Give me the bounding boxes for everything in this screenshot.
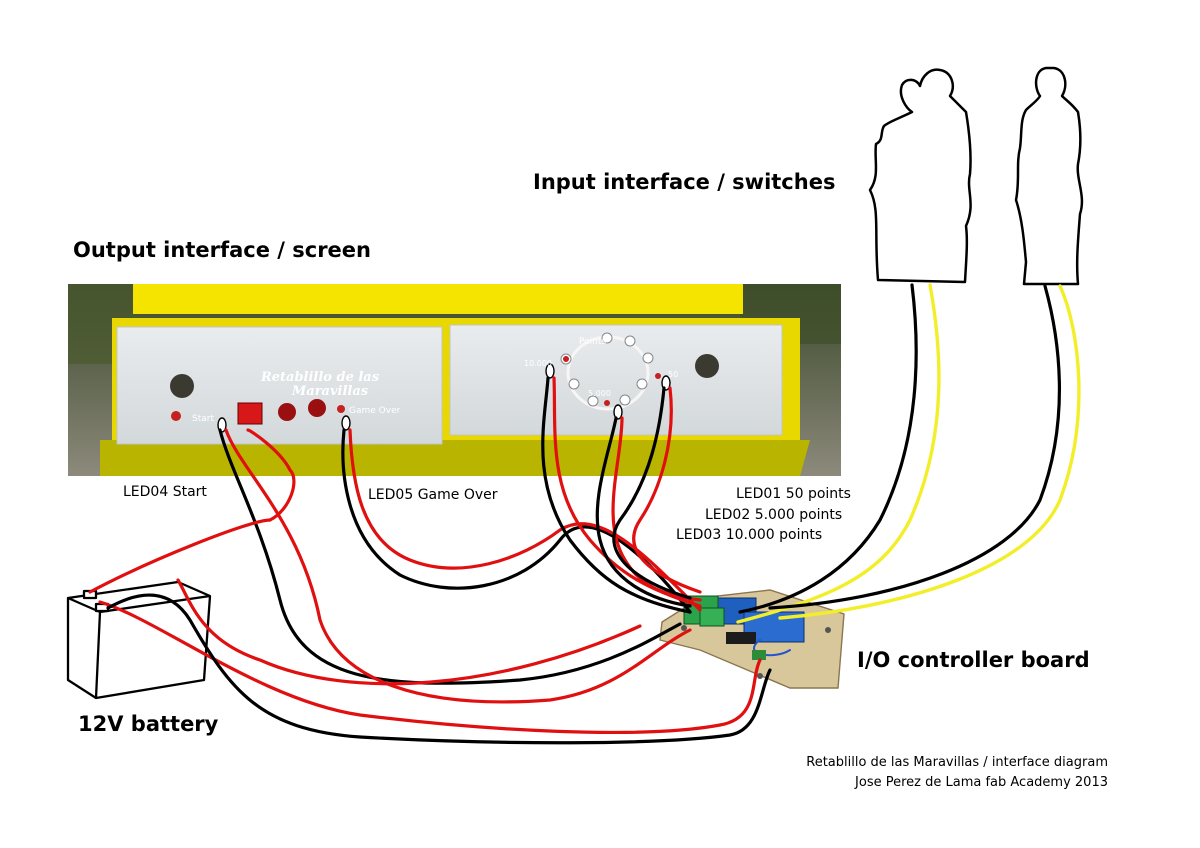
controller-board-drawing <box>659 589 845 689</box>
title-output: Output interface / screen <box>73 238 371 262</box>
panel-mark-5000: 5.000 <box>588 389 611 398</box>
label-led05: LED05 Game Over <box>368 487 498 503</box>
credit-line1: Retablillo de las Maravillas / interface… <box>806 755 1108 770</box>
panel-hole-right <box>695 354 719 378</box>
panel-hole-left <box>170 374 194 398</box>
panel-start-text: Start <box>192 414 214 424</box>
panel-logo-line2: Maravillas <box>291 384 369 399</box>
label-led01: LED01 50 points <box>736 486 851 502</box>
start-led <box>171 411 181 421</box>
credit-line2: Jose Perez de Lama fab Academy 2013 <box>855 775 1108 790</box>
silhouette-couple <box>868 68 972 284</box>
power-switch <box>237 402 263 425</box>
led02-bulb <box>613 404 623 420</box>
title-controller: I/O controller board <box>857 648 1090 672</box>
left-glass-panel <box>116 326 443 445</box>
wiring <box>88 283 1081 745</box>
panel-mark-10000: 10.000 <box>524 359 552 368</box>
title-input: Input interface / switches <box>533 170 836 194</box>
panel-game-over-text: Game Over <box>349 406 401 416</box>
led03-bulb <box>545 363 555 379</box>
knob-1 <box>278 403 296 421</box>
label-led02: LED02 5.000 points <box>705 507 843 523</box>
cabinet-top <box>133 284 743 314</box>
game-over-led <box>337 405 345 413</box>
panel-points-text: Points <box>579 337 606 347</box>
title-battery: 12V battery <box>78 712 219 736</box>
led05-bulb <box>341 415 351 431</box>
output-panel-photo: Retablillo de las Maravillas Start Game … <box>68 284 841 476</box>
silhouette-person <box>1014 66 1084 286</box>
label-led04: LED04 Start <box>123 484 207 500</box>
panel-logo-line1: Retablillo de las <box>260 370 380 385</box>
knob-2 <box>308 399 326 417</box>
panel-mark-50: 50 <box>668 370 678 379</box>
label-led03: LED03 10.000 points <box>676 527 823 543</box>
